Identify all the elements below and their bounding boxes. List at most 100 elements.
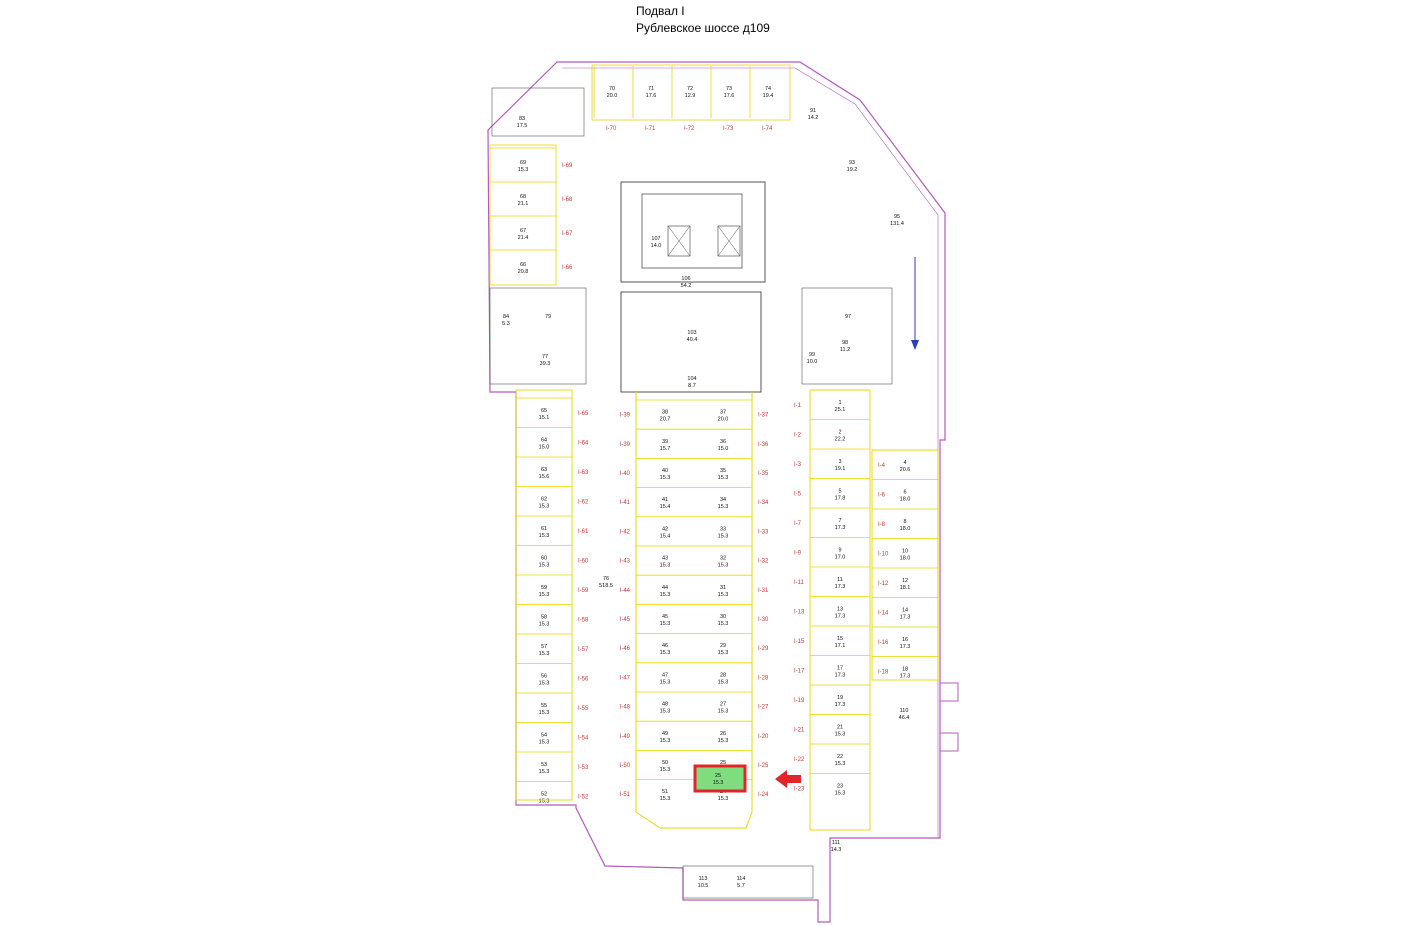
right_column-stall-area: 15.3 [835, 790, 846, 796]
right_column-stall-mark: I-5 [794, 491, 802, 497]
room-area: 10.5 [698, 883, 709, 889]
far_right-stall-area: 17.3 [900, 644, 911, 650]
left_column-stall-area: 15.3 [539, 769, 550, 775]
room-number: 106 [681, 276, 690, 282]
room-number: 103 [687, 330, 696, 336]
center_right-stall-mark: I-24 [758, 792, 769, 798]
left-column-block [515, 389, 573, 801]
far_right-stall-area: 20.6 [900, 467, 911, 473]
center_left-stall-area: 15.4 [660, 504, 671, 510]
center_left-stall-area: 15.3 [660, 767, 671, 773]
center_right-stall-mark: I-25 [758, 763, 769, 769]
room-number: 113 [699, 876, 708, 882]
center_left-stall-mark: I-41 [620, 500, 631, 506]
top-row-stall-area: 12.9 [685, 93, 696, 99]
left_column-stall-area: 15.3 [539, 710, 550, 716]
center_left-stall-mark: I-44 [620, 588, 631, 594]
room-number: 83 [519, 116, 525, 122]
right_column-stall-area: 15.3 [835, 731, 846, 737]
room-area: 14.0 [651, 243, 662, 249]
center_left-stall-area: 15.3 [660, 679, 671, 685]
room-area: 131.4 [890, 221, 904, 227]
room-area: 5.7 [737, 883, 745, 889]
center_left-stall-number: 46 [662, 643, 668, 649]
left_column-stall-mark: I-54 [578, 735, 589, 741]
left_column-stall-area: 15.6 [539, 474, 550, 480]
center_left-stall-area: 15.3 [660, 563, 671, 569]
top-row-stall-number: 71 [648, 86, 654, 92]
room-number: 95 [894, 214, 900, 220]
right_column-stall-mark: I-17 [794, 668, 805, 674]
right_column-stall-mark: I-7 [794, 521, 802, 527]
right_column-stall-number: 2 [838, 429, 841, 435]
left_upper-stall-number: 68 [520, 194, 526, 200]
right_column-stall-area: 17.3 [835, 672, 846, 678]
right_column-stall-number: 1 [838, 400, 841, 406]
center_left-stall-area: 15.3 [660, 621, 671, 627]
right_column-stall-area: 17.1 [835, 643, 846, 649]
left_column-stall-number: 60 [541, 555, 547, 561]
left_column-stall-number: 53 [541, 762, 547, 768]
room-number: 84 [503, 314, 509, 320]
right_column-stall-mark: I-21 [794, 727, 805, 733]
left_column-stall-number: 59 [541, 585, 547, 591]
far_right-stall-area: 17.3 [900, 673, 911, 679]
right_column-stall-mark: I-22 [794, 757, 805, 763]
center_left-stall-number: 41 [662, 497, 668, 503]
center_right-stall-number: 28 [720, 672, 726, 678]
center_left-stall-number: 45 [662, 614, 668, 620]
top-row-stall-number: 74 [765, 86, 771, 92]
inner-outline [562, 67, 939, 838]
center_right-stall-number: 35 [720, 468, 726, 474]
room-number: 79 [545, 314, 551, 320]
center_right-stall-mark: I-30 [758, 617, 769, 623]
center_right-stall-mark: I-33 [758, 529, 769, 535]
ramp-arrow-icon [911, 340, 919, 350]
right_column-stall-mark: I-9 [794, 550, 802, 556]
top-row-stall-mark: I-72 [684, 126, 695, 132]
center_right-stall-area: 15.3 [718, 563, 729, 569]
center_left-stall-mark: I-42 [620, 529, 631, 535]
center_left-stall-area: 15.3 [660, 738, 671, 744]
left_column-stall-area: 15.3 [539, 680, 550, 686]
left_column-stall-mark: I-57 [578, 647, 589, 653]
right_column-stall-number: 7 [838, 518, 841, 524]
center_left-stall-mark: I-45 [620, 617, 631, 623]
center_right-stall-mark: I-35 [758, 471, 769, 477]
address-title: Рублевское шоссе д109 [636, 21, 770, 35]
right_column-stall-area: 17.3 [835, 613, 846, 619]
left_column-stall-number: 52 [541, 791, 547, 797]
right_column-stall-number: 22 [837, 754, 843, 760]
room-number: 93 [849, 160, 855, 166]
top-row-stall-number: 73 [726, 86, 732, 92]
right_column-stall-number: 9 [838, 547, 841, 553]
far_right-stall-number: 18 [902, 666, 908, 672]
left_column-stall-area: 15.3 [539, 503, 550, 509]
left_upper-stall-number: 66 [520, 262, 526, 268]
center_right-stall-number: 31 [720, 585, 726, 591]
left_column-stall-mark: I-56 [578, 676, 589, 682]
right_column-stall-mark: I-13 [794, 609, 805, 615]
center_right-stall-area: 15.3 [718, 592, 729, 598]
room-number: 76 [603, 576, 609, 582]
far_right-stall-area: 18.1 [900, 585, 911, 591]
left_upper-stall-number: 69 [520, 160, 526, 166]
lift-block [641, 193, 743, 269]
room-area: 8.7 [688, 383, 696, 389]
lift-left-x2 [667, 225, 691, 257]
right_column-stall-number: 15 [837, 636, 843, 642]
far_right-stall-number: 8 [903, 519, 906, 525]
center_right-stall-mark: I-31 [758, 588, 769, 594]
center_left-stall-mark: I-40 [620, 471, 631, 477]
right_column-stall-mark: I-19 [794, 698, 805, 704]
room-area: 39.3 [540, 361, 551, 367]
left_upper-stall-number: 67 [520, 228, 526, 234]
left_column-stall-mark: I-65 [578, 411, 589, 417]
center_right-stall-mark: I-28 [758, 675, 769, 681]
center_left-stall-mark: I-51 [620, 792, 631, 798]
left_column-stall-area: 15.3 [539, 533, 550, 539]
center_right-stall-mark: I-20 [758, 734, 769, 740]
top-row-stall-number: 72 [687, 86, 693, 92]
highlighted-stall[interactable] [693, 764, 747, 793]
